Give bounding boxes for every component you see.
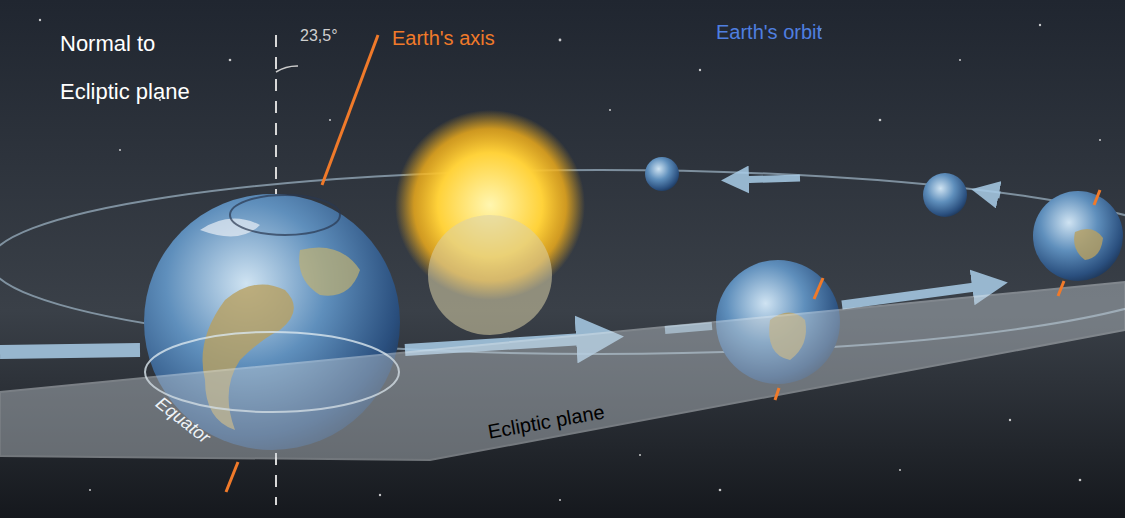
- orbit-label: Earth's orbit: [716, 20, 822, 44]
- axis-caption: Normal to Ecliptic plane: [60, 20, 230, 116]
- angle-label: 23,5°: [300, 26, 338, 46]
- axis-label: Earth's axis: [392, 26, 495, 50]
